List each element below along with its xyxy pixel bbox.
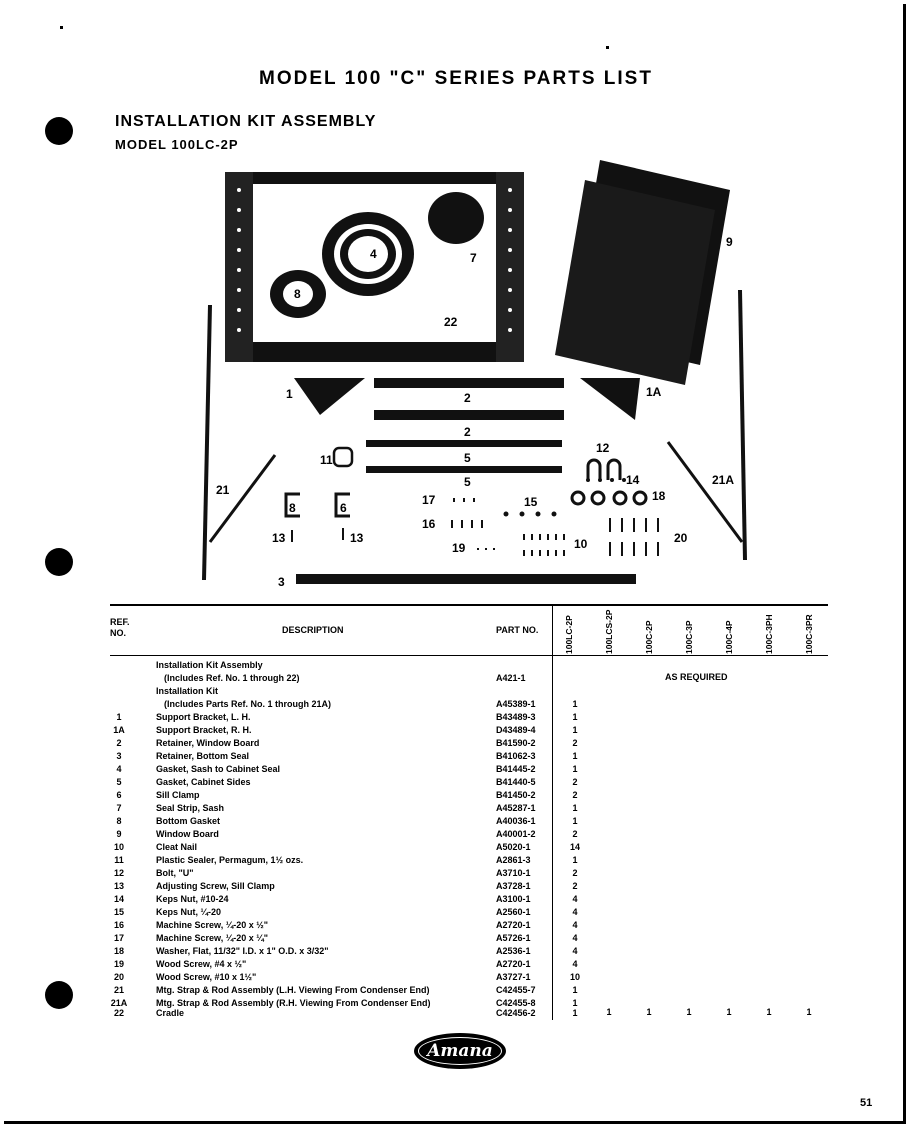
callout-17: 17: [422, 493, 436, 507]
model-col-100lcs-2p: 100LCS-2P: [604, 609, 614, 654]
callout-4: 4: [370, 247, 377, 261]
qty-cell: 1: [806, 1007, 812, 1017]
model-label: MODEL 100LC-2P: [115, 137, 239, 152]
scan-speck: [60, 26, 63, 29]
callout-3: 3: [278, 575, 285, 589]
model-col-100c-3p: 100C-3P: [684, 620, 694, 654]
callout-6: 6: [340, 501, 347, 515]
callout-8: 8: [289, 501, 296, 515]
table-top-rule: [110, 604, 828, 606]
keps-nuts: [503, 478, 626, 517]
page-frame: [4, 4, 906, 1124]
screws-and-nails: [291, 498, 659, 556]
callout-5: 5: [464, 451, 471, 465]
binder-hole: [45, 117, 73, 145]
mounting-rod-lh: [202, 304, 212, 581]
bottom-seal-retainer: [296, 574, 636, 584]
model-col-100c-3ph: 100C-3PH: [764, 614, 774, 654]
binder-hole: [45, 548, 73, 576]
callout-21a: 21A: [712, 473, 734, 487]
as-required-note: AS REQUIRED: [665, 672, 728, 682]
callout-13: 13: [350, 531, 364, 545]
exploded-parts-diagram: 1 1A 2 2 3 4 5 5 6 7 8 8 9 10 11 12 13 1…: [202, 160, 747, 589]
callout-22: 22: [444, 315, 458, 329]
u-bolt: [606, 458, 622, 480]
callout-1: 1: [286, 387, 293, 401]
callout-16: 16: [422, 517, 436, 531]
model-col-100lc-2p: 100LC-2P: [564, 615, 574, 654]
mounting-rod-rh: [738, 289, 747, 561]
callout-5: 5: [464, 475, 471, 489]
seal-strip-roll: [428, 192, 484, 244]
u-bolt: [586, 458, 602, 480]
callout-1a: 1A: [646, 385, 662, 399]
callout-13: 13: [272, 531, 286, 545]
qty-cell: 1: [726, 1007, 732, 1017]
qty-cell: 1: [766, 1007, 772, 1017]
callout-10: 10: [574, 537, 588, 551]
callout-19: 19: [452, 541, 466, 555]
table-header-rule: [110, 655, 828, 656]
amana-logo: Amana: [414, 1033, 506, 1069]
callout-2: 2: [464, 425, 471, 439]
sill-clamp: [284, 492, 300, 518]
support-bracket-lh: [294, 378, 365, 415]
callout-8: 8: [294, 287, 301, 301]
mounting-strap-rh: [666, 441, 744, 543]
callout-2: 2: [464, 391, 471, 405]
support-bracket-rh: [580, 378, 640, 420]
table-column-divider: [552, 604, 553, 1020]
qty-cell: 1: [686, 1007, 692, 1017]
cabinet-side-gasket: [366, 466, 562, 473]
col-header-part-no: PART NO.: [496, 625, 539, 635]
callout-18: 18: [652, 489, 666, 503]
callout-21: 21: [216, 483, 230, 497]
scan-speck: [606, 46, 609, 49]
col-header-ref: REF. NO.: [110, 617, 130, 638]
page-title: MODEL 100 "C" SERIES PARTS LIST: [259, 68, 653, 89]
callout-9: 9: [726, 235, 733, 249]
page-number: 51: [860, 1097, 873, 1109]
qty-cell: 1: [606, 1007, 612, 1017]
cabinet-side-gasket: [366, 440, 562, 447]
callout-14: 14: [626, 473, 640, 487]
mounting-strap-lh: [208, 454, 277, 543]
callout-12: 12: [596, 441, 610, 455]
window-board-retainer: [374, 410, 564, 420]
plastic-sealer: [332, 446, 354, 468]
col-header-description: DESCRIPTION: [282, 625, 344, 635]
callout-15: 15: [524, 495, 538, 509]
window-board-retainer: [374, 378, 564, 388]
qty-cell: 1: [646, 1007, 652, 1017]
model-col-100c-4p: 100C-4P: [724, 620, 734, 654]
binder-hole: [45, 981, 73, 1009]
callout-20: 20: [674, 531, 688, 545]
callout-7: 7: [470, 251, 477, 265]
flat-washers: [570, 490, 648, 506]
model-col-100c-3pr: 100C-3PR: [804, 614, 814, 654]
callout-11: 11: [320, 453, 333, 467]
sill-clamp: [334, 492, 350, 518]
model-col-100c-2p: 100C-2P: [644, 620, 654, 654]
section-title: INSTALLATION KIT ASSEMBLY: [115, 113, 377, 130]
